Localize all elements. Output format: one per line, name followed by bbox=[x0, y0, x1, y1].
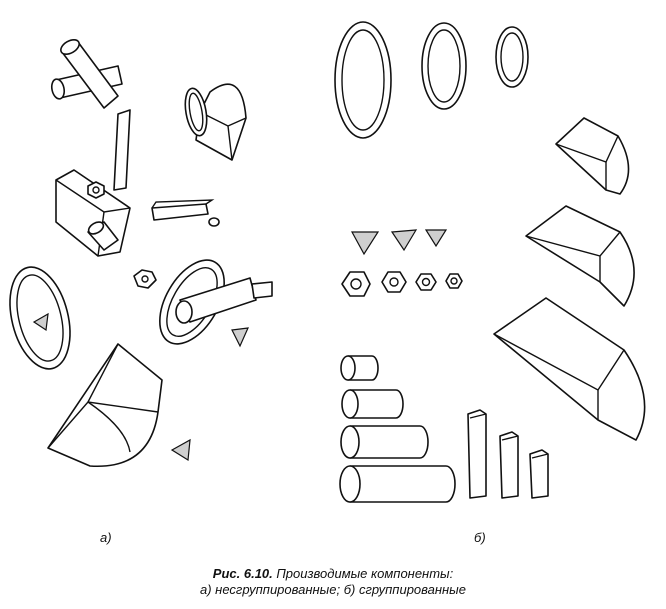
sectors-group bbox=[493, 117, 646, 441]
cylinders-group bbox=[339, 355, 456, 503]
sector-piece-top bbox=[184, 83, 247, 161]
triangles-group bbox=[350, 229, 448, 256]
nuts-group bbox=[341, 271, 463, 297]
panel-b-label: б) bbox=[474, 530, 486, 545]
block-with-pin bbox=[55, 169, 131, 257]
hex-nut-a bbox=[133, 269, 157, 289]
figure-caption: Рис. 6.10. Производимые компоненты: а) н… bbox=[0, 566, 666, 598]
caption-title: Производимые компоненты: bbox=[276, 566, 454, 581]
large-ring-left bbox=[9, 266, 71, 370]
insert-triangle-a2 bbox=[170, 438, 191, 462]
caption-line-1: Рис. 6.10. Производимые компоненты: bbox=[0, 566, 666, 582]
panel-b-drawing bbox=[334, 21, 646, 503]
ring-with-cylinder bbox=[159, 259, 273, 345]
caption-figure-number: Рис. 6.10. bbox=[212, 566, 273, 581]
sector-piece-large bbox=[47, 343, 163, 468]
caption-line-2: а) несгруппированные; б) сгруппированные bbox=[200, 582, 466, 597]
rings-group bbox=[334, 21, 529, 139]
bars-group bbox=[467, 409, 549, 499]
panel-a-label: а) bbox=[100, 530, 112, 545]
panel-a-drawing bbox=[9, 38, 273, 468]
crossed-cylinders bbox=[50, 38, 123, 109]
insert-triangle-a1 bbox=[231, 327, 249, 348]
small-bar bbox=[151, 199, 220, 227]
thin-bar bbox=[113, 109, 131, 191]
